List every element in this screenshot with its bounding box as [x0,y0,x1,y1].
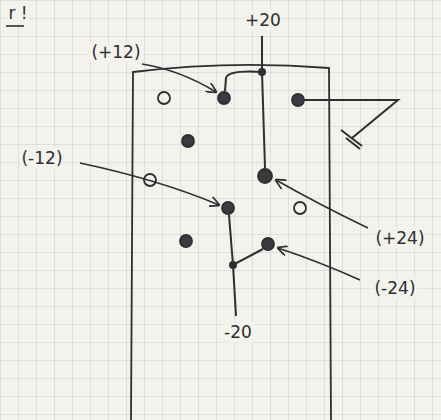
pin-label: (+24) [373,228,426,249]
junction-dot [230,262,236,268]
junction-dot [259,69,265,75]
open-pin [294,202,306,214]
ground-wire [304,100,398,138]
pin [262,238,274,250]
pin [292,94,304,106]
pin-label: (-12) [19,148,64,169]
ground-symbol [341,130,362,149]
pin [180,235,192,247]
pins [144,92,306,250]
voltage-label: -20 [222,322,254,343]
wire [225,72,262,91]
page-note: r ! [6,3,29,24]
leader-line [80,163,219,205]
pin [258,169,272,183]
pin [218,92,230,104]
pin-label: (-24) [372,278,417,299]
wire [262,36,265,168]
leader-line [142,64,216,92]
wire [229,215,263,316]
wires [225,36,398,316]
leader-line [278,248,360,280]
pin [182,135,194,147]
pin [222,202,234,214]
voltage-label: +20 [243,10,283,31]
socket-outline [131,65,331,420]
leaders [80,64,368,280]
open-pin [158,92,170,104]
leader-line [276,180,368,228]
pin-label: (+12) [89,42,142,63]
underline [6,25,24,27]
